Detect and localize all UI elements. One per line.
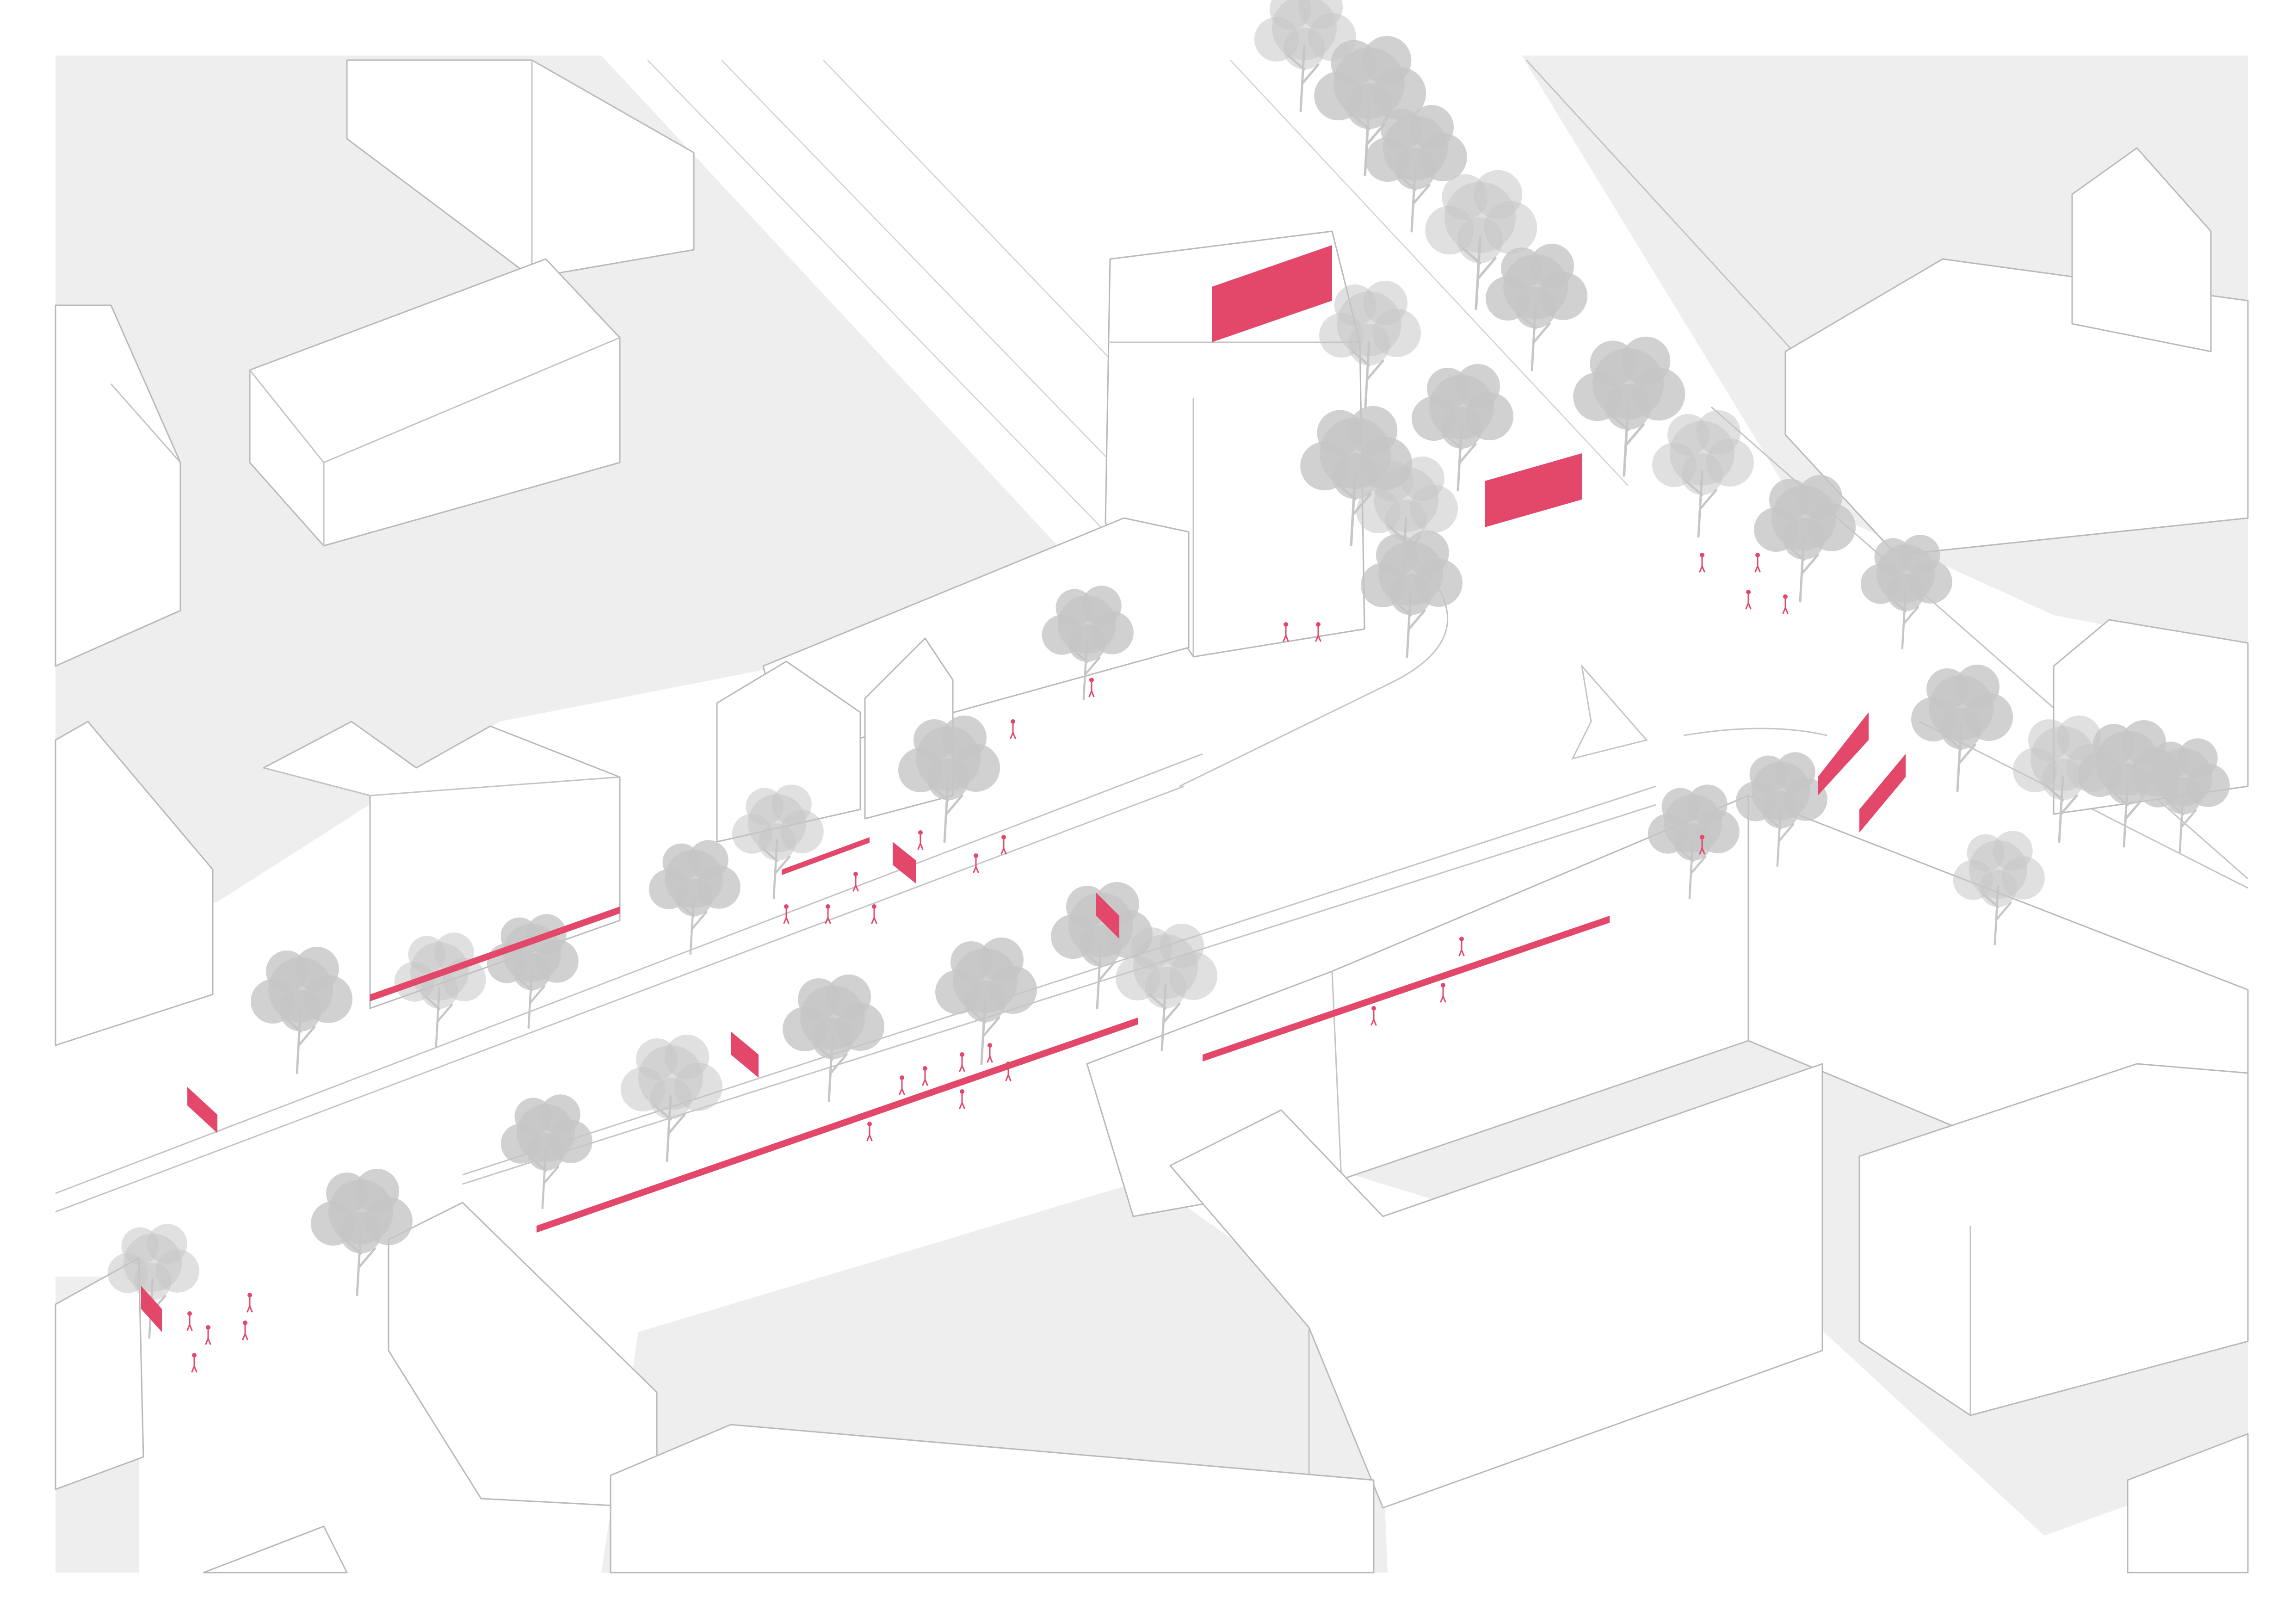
pedestrian bbox=[1315, 622, 1321, 642]
pedestrian bbox=[917, 830, 924, 850]
tree bbox=[1573, 336, 1685, 477]
tree bbox=[1648, 784, 1740, 900]
pedestrian bbox=[1440, 983, 1446, 1003]
tree bbox=[1735, 752, 1827, 867]
tree bbox=[935, 938, 1037, 1065]
pedestrian bbox=[852, 872, 859, 892]
street-edge bbox=[823, 60, 1157, 407]
street-lines bbox=[55, 59, 2248, 1213]
building bbox=[610, 1424, 1375, 1574]
tree bbox=[1911, 665, 2013, 792]
pedestrian bbox=[866, 1122, 873, 1142]
billboard-strip bbox=[537, 1018, 1138, 1233]
building bbox=[55, 304, 181, 667]
tree bbox=[1314, 36, 1426, 176]
tree bbox=[621, 1035, 722, 1162]
billboard-panel bbox=[1096, 893, 1119, 939]
billboard-panel bbox=[731, 1031, 759, 1078]
pedestrian bbox=[1370, 1006, 1377, 1026]
pedestrian bbox=[1699, 553, 1705, 573]
billboard-strip bbox=[782, 837, 870, 875]
tree bbox=[251, 947, 352, 1074]
tree bbox=[1652, 410, 1754, 538]
pedestrian bbox=[1699, 835, 1705, 855]
pedestrian bbox=[1745, 590, 1752, 610]
tree bbox=[107, 1224, 199, 1339]
tree bbox=[1412, 364, 1513, 492]
tree bbox=[2138, 738, 2230, 853]
tree bbox=[500, 1094, 593, 1210]
billboard-strip bbox=[1203, 916, 1610, 1061]
ground-block-northwest bbox=[56, 56, 1101, 907]
street-edge bbox=[1230, 60, 1629, 486]
pedestrian bbox=[959, 1089, 965, 1109]
pedestrian bbox=[1283, 622, 1289, 642]
billboard-panel bbox=[187, 1087, 217, 1133]
pedestrian bbox=[871, 904, 877, 924]
tree bbox=[1116, 924, 1217, 1051]
pedestrian bbox=[1010, 719, 1016, 739]
traffic-island bbox=[1571, 664, 1648, 760]
trees bbox=[107, 0, 2230, 1339]
pedestrian bbox=[1000, 835, 1007, 855]
building bbox=[2127, 1433, 2249, 1574]
tree bbox=[1486, 244, 1587, 371]
pedestrian bbox=[825, 904, 831, 924]
pedestrian bbox=[987, 1043, 993, 1063]
building bbox=[203, 1525, 348, 1574]
tree bbox=[732, 784, 824, 900]
tree bbox=[1425, 170, 1537, 310]
tree bbox=[487, 914, 579, 1029]
billboard-bridge bbox=[1818, 712, 1869, 796]
tree bbox=[1754, 475, 1856, 603]
billboard-panel bbox=[893, 842, 916, 883]
pedestrian bbox=[191, 1353, 198, 1373]
pedestrian bbox=[783, 904, 790, 924]
building bbox=[55, 721, 214, 1046]
tree bbox=[783, 975, 884, 1102]
pedestrian bbox=[205, 1325, 211, 1345]
pedestrian bbox=[899, 1075, 905, 1095]
pedestrian bbox=[959, 1052, 965, 1072]
street-edge bbox=[55, 785, 1185, 1213]
pedestrian bbox=[973, 853, 979, 873]
tree bbox=[1365, 105, 1467, 233]
billboards bbox=[141, 245, 1906, 1332]
billboard-tower-top bbox=[1212, 245, 1332, 342]
tree bbox=[648, 840, 741, 955]
pedestrian bbox=[922, 1066, 928, 1086]
building bbox=[1858, 1063, 2249, 1416]
building bbox=[1169, 1063, 1823, 1509]
pedestrians bbox=[186, 553, 1789, 1373]
street-curve bbox=[1683, 728, 1827, 736]
tree bbox=[1254, 0, 1356, 112]
street-edge bbox=[55, 753, 1203, 1194]
tree bbox=[311, 1169, 413, 1296]
buildings bbox=[55, 59, 2249, 1574]
pedestrian bbox=[1754, 553, 1761, 573]
street-edge bbox=[721, 60, 1157, 509]
street-edge bbox=[462, 804, 1656, 1185]
building bbox=[2071, 147, 2212, 352]
pedestrian bbox=[1005, 1061, 1012, 1081]
pedestrian bbox=[1088, 678, 1095, 697]
pedestrian bbox=[1782, 594, 1789, 614]
building bbox=[249, 258, 621, 547]
street-edge bbox=[647, 60, 1111, 537]
billboard-street-sign bbox=[1485, 453, 1582, 527]
pedestrian bbox=[242, 1321, 248, 1340]
tree bbox=[1319, 281, 1421, 408]
pedestrian bbox=[1458, 937, 1465, 957]
tree bbox=[1361, 531, 1463, 658]
billboard-strip bbox=[370, 907, 620, 1001]
tree bbox=[898, 716, 1000, 843]
billboard-panel bbox=[141, 1286, 162, 1332]
pedestrian bbox=[186, 1311, 193, 1331]
pedestrian bbox=[247, 1293, 253, 1313]
tree bbox=[1860, 535, 1952, 650]
tree bbox=[1953, 831, 2045, 946]
tree bbox=[1042, 586, 1134, 701]
billboard-bridge bbox=[1859, 754, 1906, 833]
